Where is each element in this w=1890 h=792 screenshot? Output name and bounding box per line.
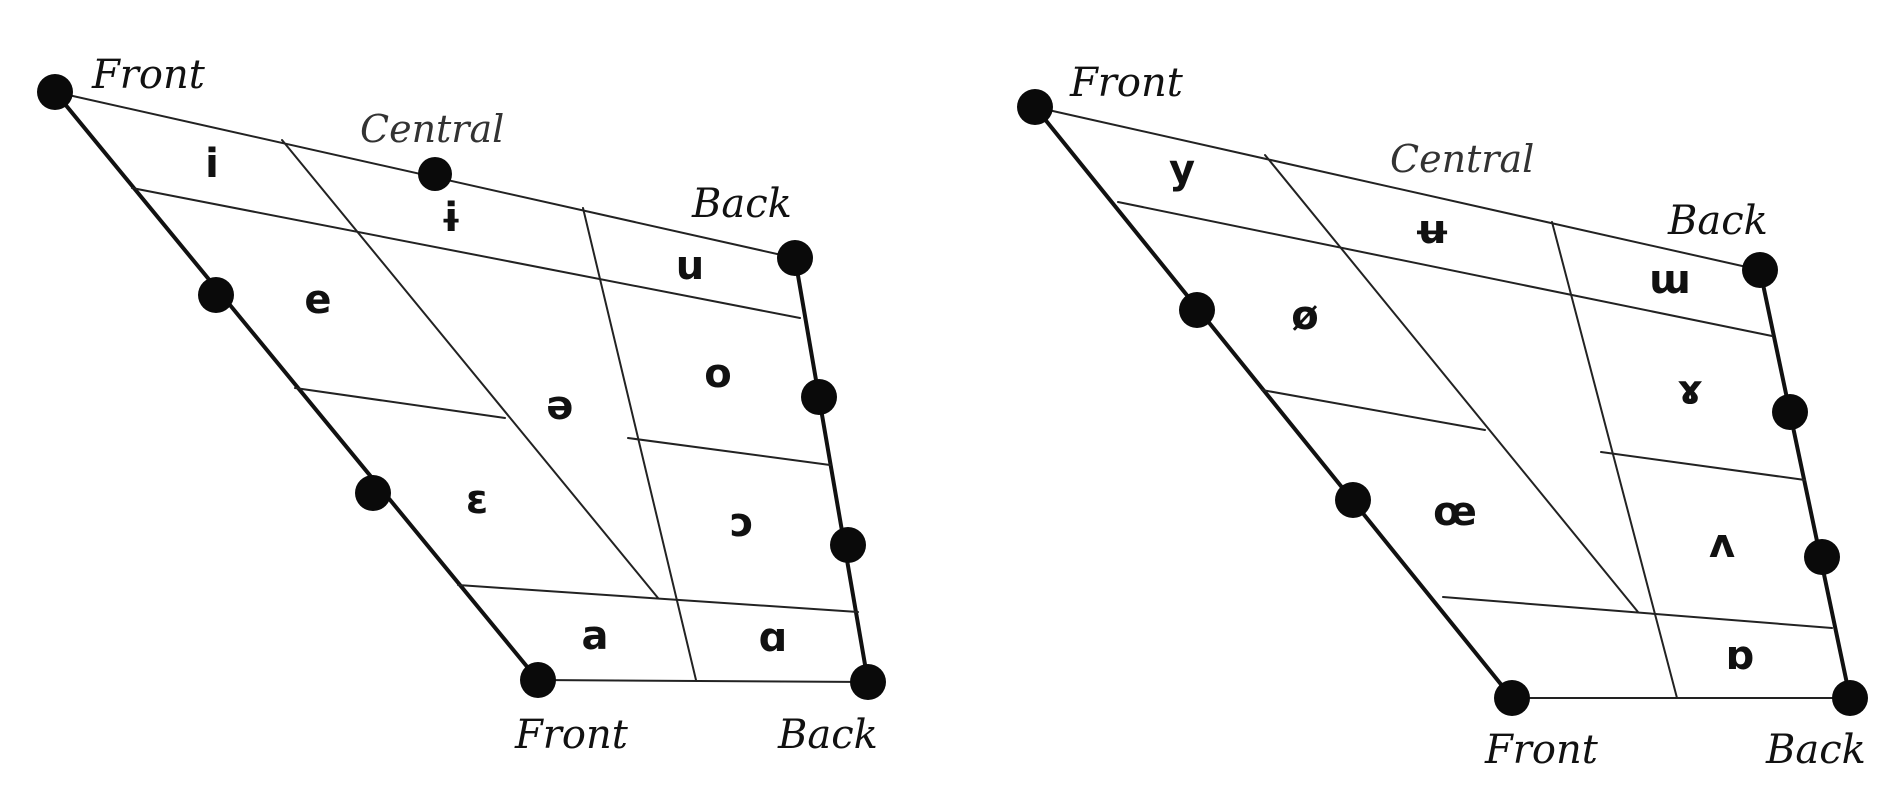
gridline-close-mid (131, 187, 801, 319)
vowel-symbols: y ʉ ɯ ø ɤ œ ʌ ɒ (1169, 147, 1754, 679)
chart-outline (1033, 105, 1852, 700)
chart-outline (53, 90, 870, 684)
vowel-symbol: y (1169, 147, 1195, 193)
top-edge (1034, 106, 1761, 271)
label-top-front: Front (91, 52, 206, 98)
label-top-back: Back (1667, 198, 1768, 244)
cardinal-dot (1179, 292, 1215, 328)
cardinal-dot (418, 157, 452, 191)
label-top-back: Back (691, 181, 792, 227)
label-top-central: Central (360, 107, 504, 151)
chart-gridlines (1117, 154, 1833, 699)
chart-dots (37, 74, 886, 700)
cardinal-dot (1772, 394, 1808, 430)
front-edge (53, 90, 540, 682)
vowel-symbol: ɒ (1726, 633, 1755, 679)
cardinal-dot (1832, 680, 1868, 716)
gridline-mid-front (294, 387, 506, 419)
vowel-symbol: ʌ (1709, 521, 1735, 567)
cardinal-dot (1742, 252, 1778, 288)
cardinal-dot (1804, 539, 1840, 575)
cardinal-dot (355, 475, 391, 511)
vowel-symbol: ʉ (1414, 207, 1451, 253)
vowel-symbol: ɤ (1677, 367, 1702, 413)
cardinal-dot (37, 74, 73, 110)
label-top-central: Central (1390, 137, 1534, 181)
chart-gridlines (131, 139, 859, 681)
vowel-symbol: ɔ (730, 500, 754, 546)
cardinal-dot (830, 527, 866, 563)
cardinal-dot (801, 379, 837, 415)
vowel-symbol: ɨ (440, 195, 462, 241)
cardinal-dot (198, 277, 234, 313)
cardinal-dot (1017, 89, 1053, 125)
vowel-symbol: o (704, 351, 731, 397)
vowel-symbols: i ɨ u e o ə ɛ ɔ a ɑ (205, 141, 787, 661)
cardinal-dot (520, 662, 556, 698)
gridline-close-mid (1117, 201, 1773, 337)
label-top-front: Front (1069, 60, 1184, 106)
back-edge (1758, 268, 1852, 700)
vowel-symbol: ɑ (759, 615, 788, 661)
vowel-symbol: ø (1291, 293, 1318, 339)
vowel-symbol: u (676, 243, 704, 289)
cardinal-dot (1335, 482, 1371, 518)
gridline-mid-front (1261, 389, 1486, 431)
vowel-symbol: œ (1433, 489, 1477, 535)
cardinal-dot (850, 664, 886, 700)
vowel-symbol: ɯ (1649, 257, 1691, 303)
front-edge (1033, 105, 1514, 700)
gridline-front-central-divider (1264, 154, 1639, 613)
back-edge (793, 256, 870, 684)
vowel-symbol: ə (546, 383, 573, 429)
position-labels: Front Central Back Front Back (1069, 60, 1866, 773)
rounded-vowel-chart: Front Central Back Front Back y ʉ ɯ ø ɤ … (1017, 60, 1868, 773)
label-bottom-front: Front (514, 712, 629, 758)
label-bottom-front: Front (1484, 727, 1599, 773)
gridline-mid-back (627, 437, 831, 466)
cardinal-dot (1494, 680, 1530, 716)
vowel-symbol: e (304, 277, 331, 323)
cardinal-dot (777, 240, 813, 276)
label-bottom-back: Back (777, 712, 878, 758)
label-bottom-back: Back (1765, 727, 1866, 773)
gridline-front-central-divider (281, 139, 659, 599)
gridline-central-back-divider (582, 207, 697, 681)
position-labels: Front Central Back Front Back (91, 52, 878, 758)
unrounded-vowel-chart: Front Central Back Front Back i ɨ u e o … (37, 52, 886, 758)
chart-dots (1017, 89, 1868, 716)
gridline-central-back-divider (1551, 221, 1678, 699)
bottom-edge (537, 679, 869, 683)
gridline-mid-back (1600, 451, 1806, 481)
vowel-symbol: ɛ (466, 477, 488, 523)
vowel-symbol: a (582, 613, 609, 659)
vowel-symbol: i (205, 141, 219, 187)
